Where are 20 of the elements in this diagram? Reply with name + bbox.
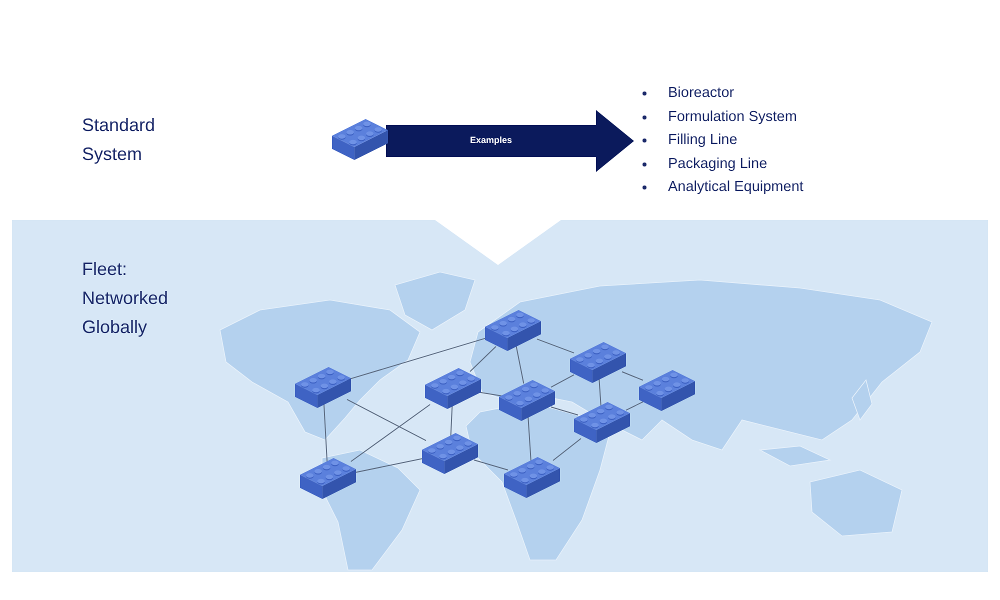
region-band xyxy=(12,220,988,572)
brick-icon xyxy=(295,364,351,410)
edge-label: Examples xyxy=(468,135,514,145)
brick-icon xyxy=(422,430,478,476)
list-item: Formulation System xyxy=(668,108,797,126)
brick-icon xyxy=(570,340,626,384)
brick-icon xyxy=(332,116,388,162)
list-item: Packaging Line xyxy=(668,154,768,174)
list-item: Bioreactor xyxy=(668,84,734,103)
brick-icon xyxy=(499,378,555,422)
brick-icon xyxy=(300,456,356,500)
brick-icon xyxy=(485,308,541,352)
brick-icon xyxy=(425,366,481,410)
brick-icon xyxy=(639,368,695,412)
heading-text: Fleet: Networked Globally xyxy=(82,258,170,339)
list-item: Analytical Equipment xyxy=(668,178,804,197)
brick-icon xyxy=(574,400,630,444)
heading-text: Standard System xyxy=(82,114,156,166)
list-item: Filling Line xyxy=(668,131,738,150)
brick-icon xyxy=(504,454,560,500)
